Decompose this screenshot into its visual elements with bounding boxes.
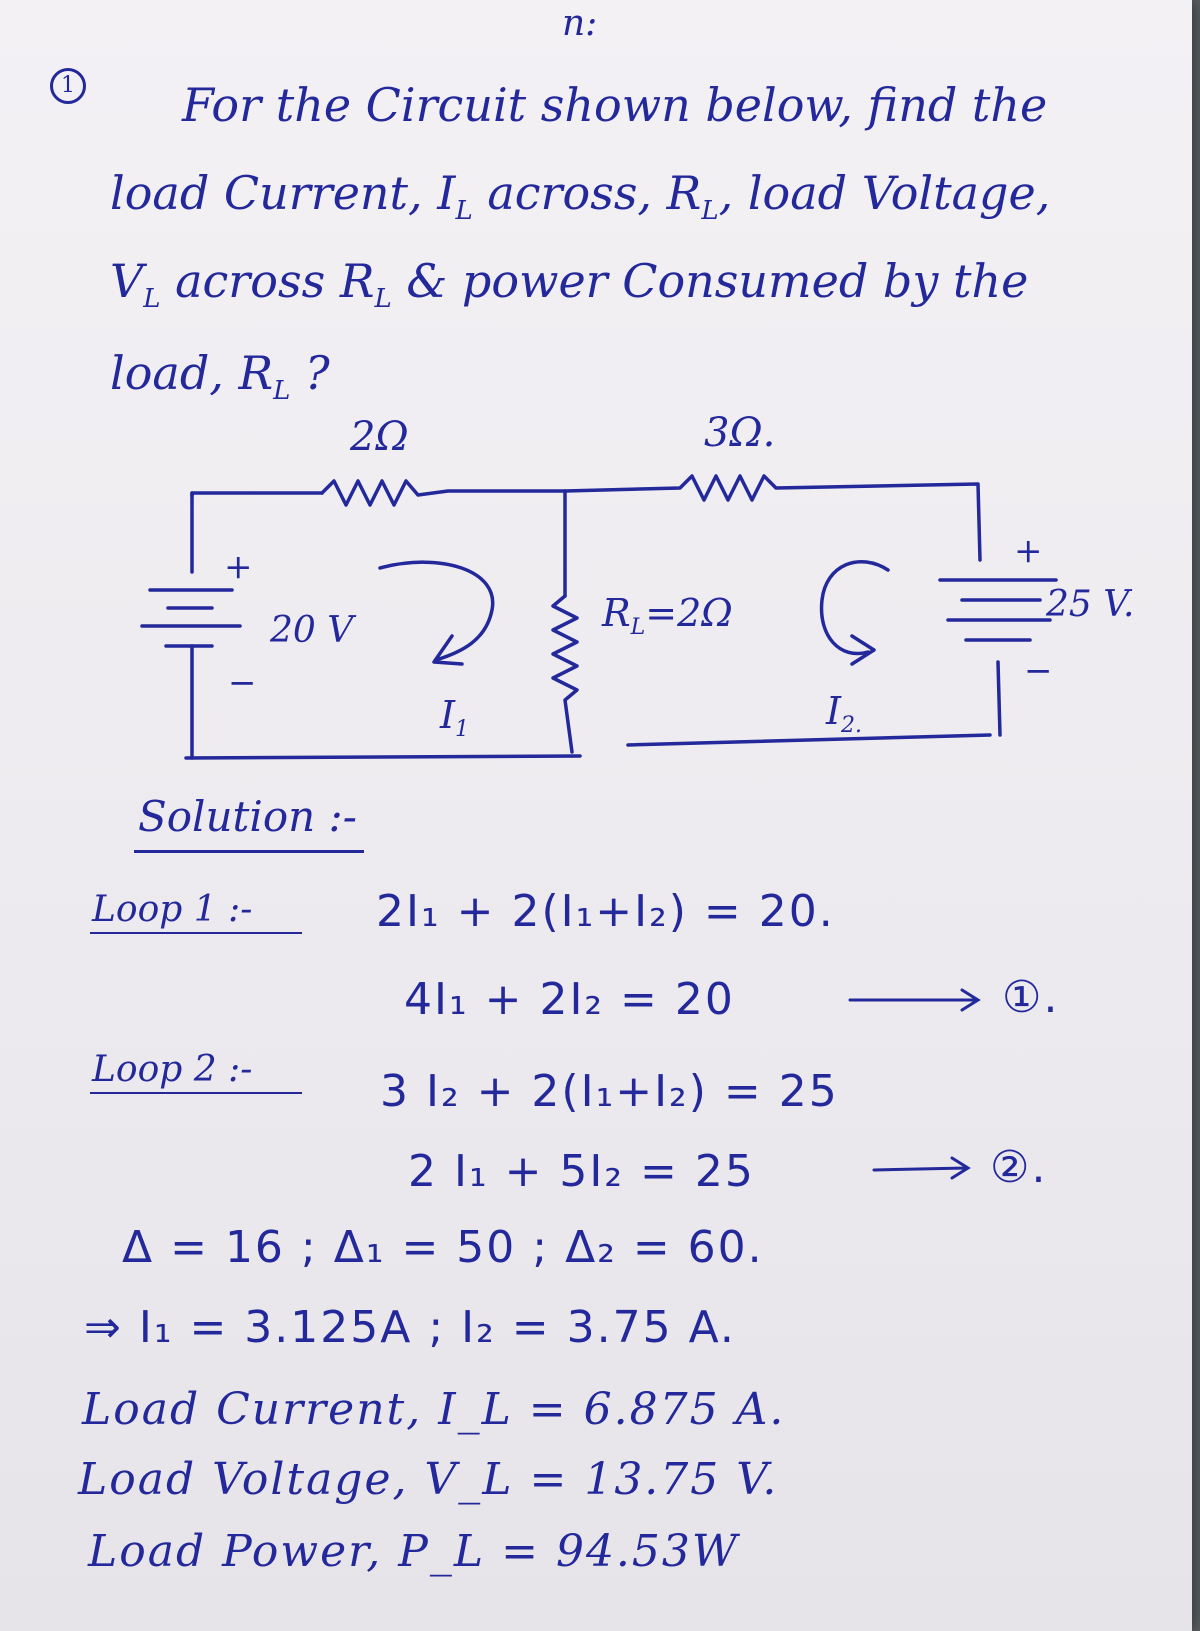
label-rl: RL=2Ω	[601, 591, 733, 640]
loop-1-underline	[90, 932, 302, 934]
plus-sign-25v: +	[1014, 531, 1043, 571]
right-arrow-icon	[848, 988, 981, 1012]
loop-1-equation-1: 2I₁ + 2(I₁+I₂) = 20.	[376, 886, 835, 937]
question-line-3-mid: across R	[160, 254, 375, 308]
label-i2-main: I	[825, 689, 842, 733]
minus-sign-20v: −	[228, 663, 257, 703]
label-i1-main: I	[439, 693, 456, 737]
resistor-rl	[551, 594, 579, 754]
label-rl-value: =2Ω	[645, 591, 733, 635]
subscript-l: L	[455, 196, 473, 227]
label-i1-sub: 1	[455, 717, 469, 742]
question-line-3-start: V	[110, 254, 144, 308]
subscript-l: L	[701, 196, 719, 227]
label-i1: I1	[439, 693, 469, 742]
label-25v: 25 V.	[1045, 584, 1134, 625]
label-3-ohm: 3Ω.	[704, 410, 775, 456]
currents-line: ⇒ I₁ = 3.125A ; I₂ = 3.75 A.	[84, 1302, 736, 1353]
wire-bottom-right	[626, 733, 992, 747]
equation-tag-2: ②.	[990, 1142, 1048, 1193]
question-number: 1	[61, 73, 75, 98]
label-rl-main: R	[601, 591, 631, 635]
circuit-diagram: 2Ω 3Ω. + − 20 V RL=2Ω + − 25 V. I1 I2.	[140, 410, 1134, 760]
loop-1-equation-2: 4I₁ + 2I₂ = 20	[404, 974, 735, 1025]
label-i2-sub: 2.	[840, 713, 862, 738]
subscript-l: L	[374, 284, 392, 315]
loop-2-equation-2: 2 I₁ + 5I₂ = 25	[408, 1146, 755, 1197]
question-line-2: load Current, IL across, RL, load Voltag…	[110, 170, 1050, 224]
loop-2-underline	[90, 1092, 302, 1094]
question-line-1: For the Circuit shown below, find the	[182, 78, 1048, 132]
minus-sign-25v: −	[1024, 651, 1053, 691]
plus-sign-20v: +	[224, 547, 253, 587]
solution-heading: Solution :-	[138, 792, 357, 841]
subscript-l: L	[143, 284, 161, 315]
wire-right-lower	[996, 660, 1002, 737]
question-line-3: VL across RL & power Consumed by the	[110, 258, 1028, 312]
label-20v: 20 V	[269, 610, 357, 651]
loop-1-arrowhead	[432, 634, 464, 666]
equation-tag-1: ①.	[1002, 972, 1060, 1023]
question-line-4: load, RL ?	[110, 350, 330, 404]
page-mark: n:	[562, 3, 598, 44]
label-i2: I2.	[825, 689, 862, 738]
right-arrow-icon	[872, 1156, 971, 1180]
subscript-l: L	[273, 376, 291, 407]
question-number-badge: 1	[50, 68, 86, 104]
wire-top-left	[190, 491, 324, 498]
resistor-2-ohm	[320, 479, 567, 507]
solution-underline	[134, 850, 364, 853]
question-line-4-start: load, R	[110, 346, 274, 400]
loop-2-arrow	[819, 560, 890, 656]
loop-1-arrow	[378, 560, 495, 662]
loop-1-label: Loop 1 :-	[92, 889, 253, 930]
determinants-line: Δ = 16 ; Δ₁ = 50 ; Δ₂ = 60.	[122, 1222, 764, 1273]
loop-2-label: Loop 2 :-	[92, 1049, 253, 1090]
resistor-3-ohm	[563, 474, 982, 562]
loop-2-arrowhead	[850, 634, 876, 666]
load-power-line: Load Power, P_L = 94.53W	[88, 1526, 740, 1577]
load-current-line: Load Current, I_L = 6.875 A.	[82, 1384, 786, 1435]
label-2-ohm: 2Ω	[349, 414, 409, 460]
question-line-2-mid: across, R	[472, 166, 702, 220]
question-line-2-end: , load Voltage,	[718, 166, 1051, 220]
wire-bottom-left	[184, 754, 582, 760]
question-line-4-end: ?	[290, 346, 330, 400]
label-rl-sub: L	[630, 615, 646, 640]
question-line-2-start: load Current, I	[110, 166, 456, 220]
question-line-3-end: & power Consumed by the	[391, 254, 1029, 308]
load-voltage-line: Load Voltage, V_L = 13.75 V.	[78, 1454, 779, 1505]
loop-2-equation-1: 3 I₂ + 2(I₁+I₂) = 25	[380, 1066, 839, 1117]
